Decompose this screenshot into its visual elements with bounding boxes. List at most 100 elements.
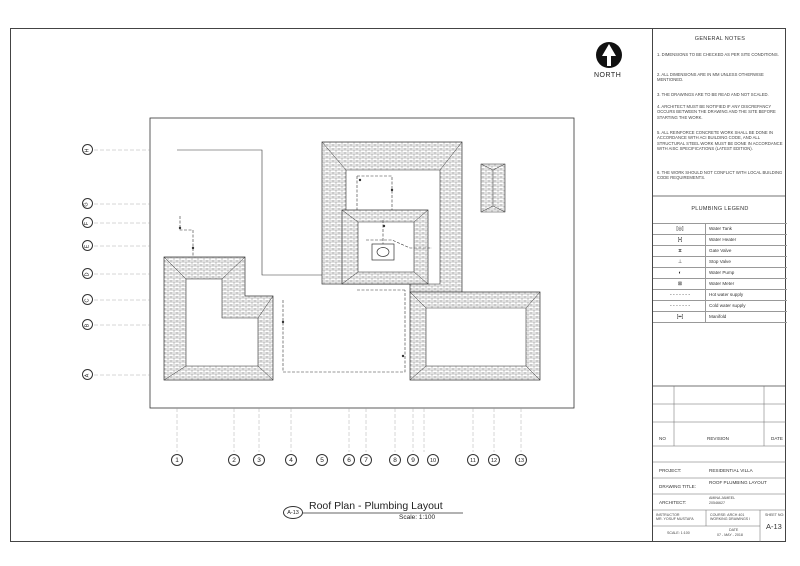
grid-bubble-H: H [82, 144, 93, 155]
manifold-icon: [▪▪] [655, 312, 706, 322]
grid-bubble-1: 1 [171, 454, 183, 466]
grid-bubble-6: 6 [343, 454, 355, 466]
legend-row-cold-water: - - - - - - - Cold water supply [653, 300, 787, 311]
sidebar: GENERAL NOTES 1. DIMENSIONS TO BE CHECKE… [652, 28, 787, 542]
architect-id: 20546627 [709, 501, 725, 505]
architect-name: AMINA JAMEEL [709, 496, 736, 500]
drawing-scale: Scale: 1:100 [399, 514, 436, 521]
grid-bubble-8: 8 [389, 454, 401, 466]
grid-bubble-E: E [82, 240, 93, 251]
roof-right [409, 291, 541, 381]
grid-bubble-2: 2 [228, 454, 240, 466]
grid-bubble-G: G [82, 198, 93, 209]
grid-row-label-G: G [84, 202, 90, 207]
grid-bubble-A: A [82, 369, 93, 380]
grid-lines-horizontal [94, 149, 150, 376]
note-1: 1. DIMENSIONS TO BE CHECKED AS PER SITE … [657, 52, 779, 57]
stop-valve-icon: ⊥ [655, 257, 706, 267]
drawing-title-value: ROOF PLUMBING LAYOUT [709, 480, 767, 485]
legend-label: Manifold [709, 314, 727, 319]
general-notes-title: GENERAL NOTES [694, 36, 746, 42]
note-3: 3. THE DRAWINGS ARE TO BE READ AND NOT S… [657, 92, 769, 97]
roof-left [163, 256, 274, 381]
water-meter-icon: ⊠ [655, 279, 706, 289]
legend-label: Water Meter [709, 281, 735, 286]
title-block-grid [652, 461, 786, 542]
legend-row-water-tank: [◎] Water Tank [653, 223, 787, 234]
architect-label: ARCHITECT: [659, 500, 687, 505]
sheet-value: A-13 [766, 522, 782, 531]
legend-row-hot-water: - - - - - - - Hot water supply [653, 289, 787, 300]
grid-bubble-3: 3 [253, 454, 265, 466]
grid-bubble-B: B [82, 319, 93, 330]
grid-bubble-F: F [82, 217, 93, 228]
grid-row-label-F: F [84, 221, 90, 226]
legend-row-gate-valve: ⧖ Gate Valve [653, 245, 787, 256]
sheet-border [10, 28, 786, 542]
grid-bubble-4: 4 [285, 454, 297, 466]
legend-label: Water Tank [709, 226, 732, 231]
grid-bubble-C: C [82, 294, 93, 305]
project-label: PROJECT: [659, 468, 682, 473]
north-arrow-icon [596, 42, 622, 68]
hot-water-line-icon: - - - - - - - [655, 290, 706, 300]
grid-lines-vertical [176, 408, 522, 452]
legend-row-water-pump: ◐ Water Pump [653, 267, 787, 278]
legend-row-water-heater: [▪] Water Heater [653, 234, 787, 245]
grid-row-label-B: B [83, 323, 90, 328]
course-label: COURSE: ARCH 401 [710, 513, 745, 517]
cold-water-line-icon: - - - - - - - [655, 301, 706, 311]
gate-valve-icon: ⧖ [655, 246, 706, 256]
grid-bubble-D: D [82, 268, 93, 279]
legend-label: Water Pump [709, 270, 735, 275]
grid-bubble-11: 11 [467, 454, 479, 466]
grid-row-label-D: D [83, 272, 90, 277]
plumbing-fittings [178, 178, 405, 358]
date-label: DATE [729, 528, 739, 532]
north-label: NORTH [594, 72, 622, 79]
drawing-title-label: DRAWING TITLE: [659, 484, 697, 489]
grid-row-label-A: A [83, 373, 90, 378]
water-heater-icon: [▪] [655, 235, 706, 245]
grid-row-label-H: H [83, 148, 90, 153]
revision-label: REVISION [707, 436, 729, 441]
legend-label: Stop Valve [709, 259, 731, 264]
grid-row-label-E: E [83, 244, 90, 249]
grid-bubble-13: 13 [515, 454, 527, 466]
grid-bubble-7: 7 [360, 454, 372, 466]
title-underline [303, 512, 463, 514]
legend-label: Water Heater [709, 237, 737, 242]
date-value: 07 - MAY - 2018 [717, 533, 743, 537]
grid-bubble-9: 9 [407, 454, 419, 466]
note-6: 6. THE WORK SHOULD NOT CONFLICT WITH LOC… [657, 170, 783, 181]
grid-bubble-5: 5 [316, 454, 328, 466]
drawing-title: Roof Plan - Plumbing Layout [309, 500, 443, 512]
plumbing-lines [179, 175, 432, 373]
revision-no-label: NO [659, 436, 666, 441]
note-2: 2. ALL DIMENSIONS ARE IN MM UNLESS OTHER… [657, 72, 764, 83]
drawing-tag: A-13 [283, 506, 303, 519]
grid-bubble-12: 12 [488, 454, 500, 466]
legend-label: Hot water supply [709, 292, 744, 297]
revision-table [652, 386, 786, 447]
water-pump-icon: ◐ [655, 268, 706, 278]
legend-row-water-meter: ⊠ Water Meter [653, 278, 787, 289]
roof-small-right [480, 163, 506, 213]
plumbing-legend-title: PLUMBING LEGEND [691, 206, 749, 212]
legend-row-stop-valve: ⊥ Stop Valve [653, 256, 787, 267]
legend-row-manifold: [▪▪] Manifold [653, 311, 787, 323]
water-tank-icon: [◎] [655, 224, 706, 234]
instructor-value: MR. YOSUF MUSTAFA [656, 517, 694, 521]
instructor-label: INSTRUCTOR [656, 513, 680, 517]
legend-label: Cold water supply [709, 303, 746, 308]
note-5: 5. ALL REINFORCE CONCRETE WORK SHALL BE … [657, 130, 783, 152]
course-value: WORKING DRAWINGS I [710, 517, 751, 521]
grid-row-label-C: C [83, 298, 90, 303]
sheet-label: SHEET NO: [765, 513, 785, 517]
scale-label: SCALE: 1:100 [667, 531, 690, 535]
note-4: 4. ARCHITECT MUST BE NOTIFIED IF ANY DIS… [657, 104, 776, 120]
project-value: RESIDENTIAL VILLA [709, 468, 753, 473]
roof-inner-tower [341, 209, 429, 285]
grid-bubble-10: 10 [427, 454, 439, 466]
